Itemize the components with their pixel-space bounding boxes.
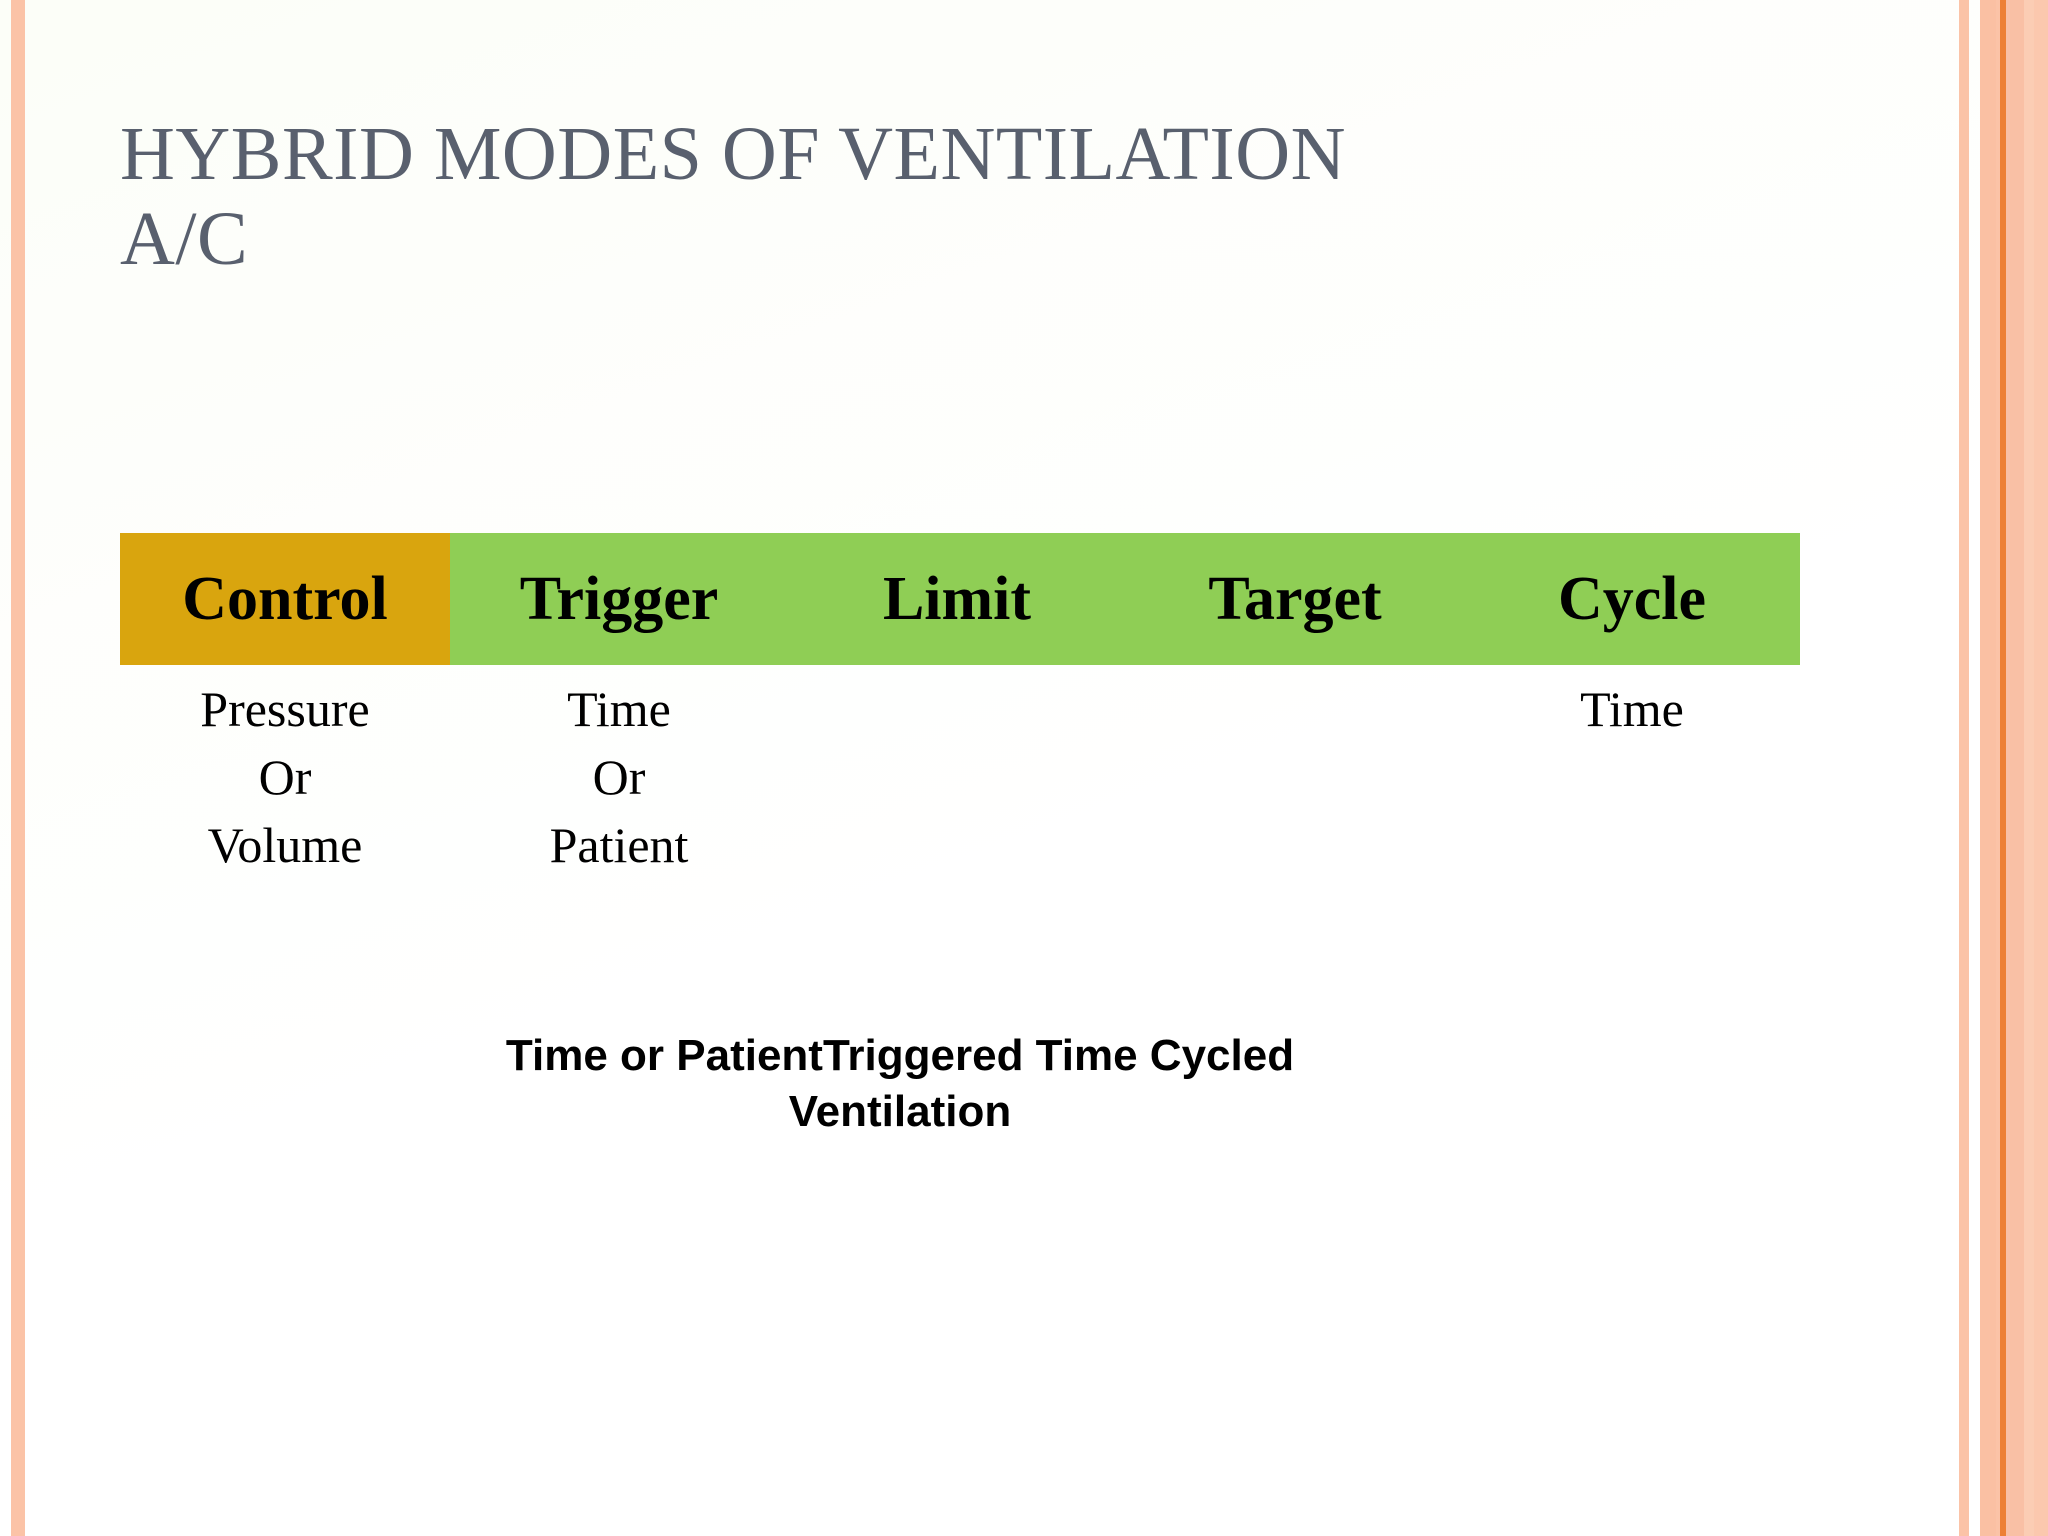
- summary-caption: Time or PatientTriggered Time Cycled Ven…: [505, 1031, 1295, 1136]
- right-border-stripe-d: [2034, 0, 2048, 1536]
- table-cell-trigger: Time Or Patient: [549, 681, 689, 873]
- ventilation-table-header: Control Trigger Limit Target Cycle: [120, 533, 1800, 665]
- right-border-band: [1980, 0, 2048, 1536]
- page-title: HYBRID MODES OF VENTILATION A/C: [120, 112, 1346, 282]
- table-cell-control: Pressure Or Volume: [200, 681, 370, 873]
- table-header-control: Control: [120, 533, 450, 665]
- right-border-stripe-a: [1980, 0, 1996, 1536]
- table-header-target: Target: [1126, 533, 1464, 665]
- table-cell-cycle: Time: [1580, 681, 1684, 737]
- right-border-stripe-c: [2024, 0, 2034, 1536]
- table-header-cycle: Cycle: [1464, 533, 1800, 665]
- right-border-thin-stripe: [1959, 0, 1969, 1536]
- right-border-stripe-b: [2006, 0, 2024, 1536]
- table-header-limit: Limit: [788, 533, 1126, 665]
- ventilation-table-row: Pressure Or Volume Time Or Patient Time: [120, 675, 1800, 879]
- right-border-accent-line: [2000, 0, 2006, 1536]
- table-header-trigger: Trigger: [450, 533, 788, 665]
- left-border-stripe: [11, 0, 25, 1536]
